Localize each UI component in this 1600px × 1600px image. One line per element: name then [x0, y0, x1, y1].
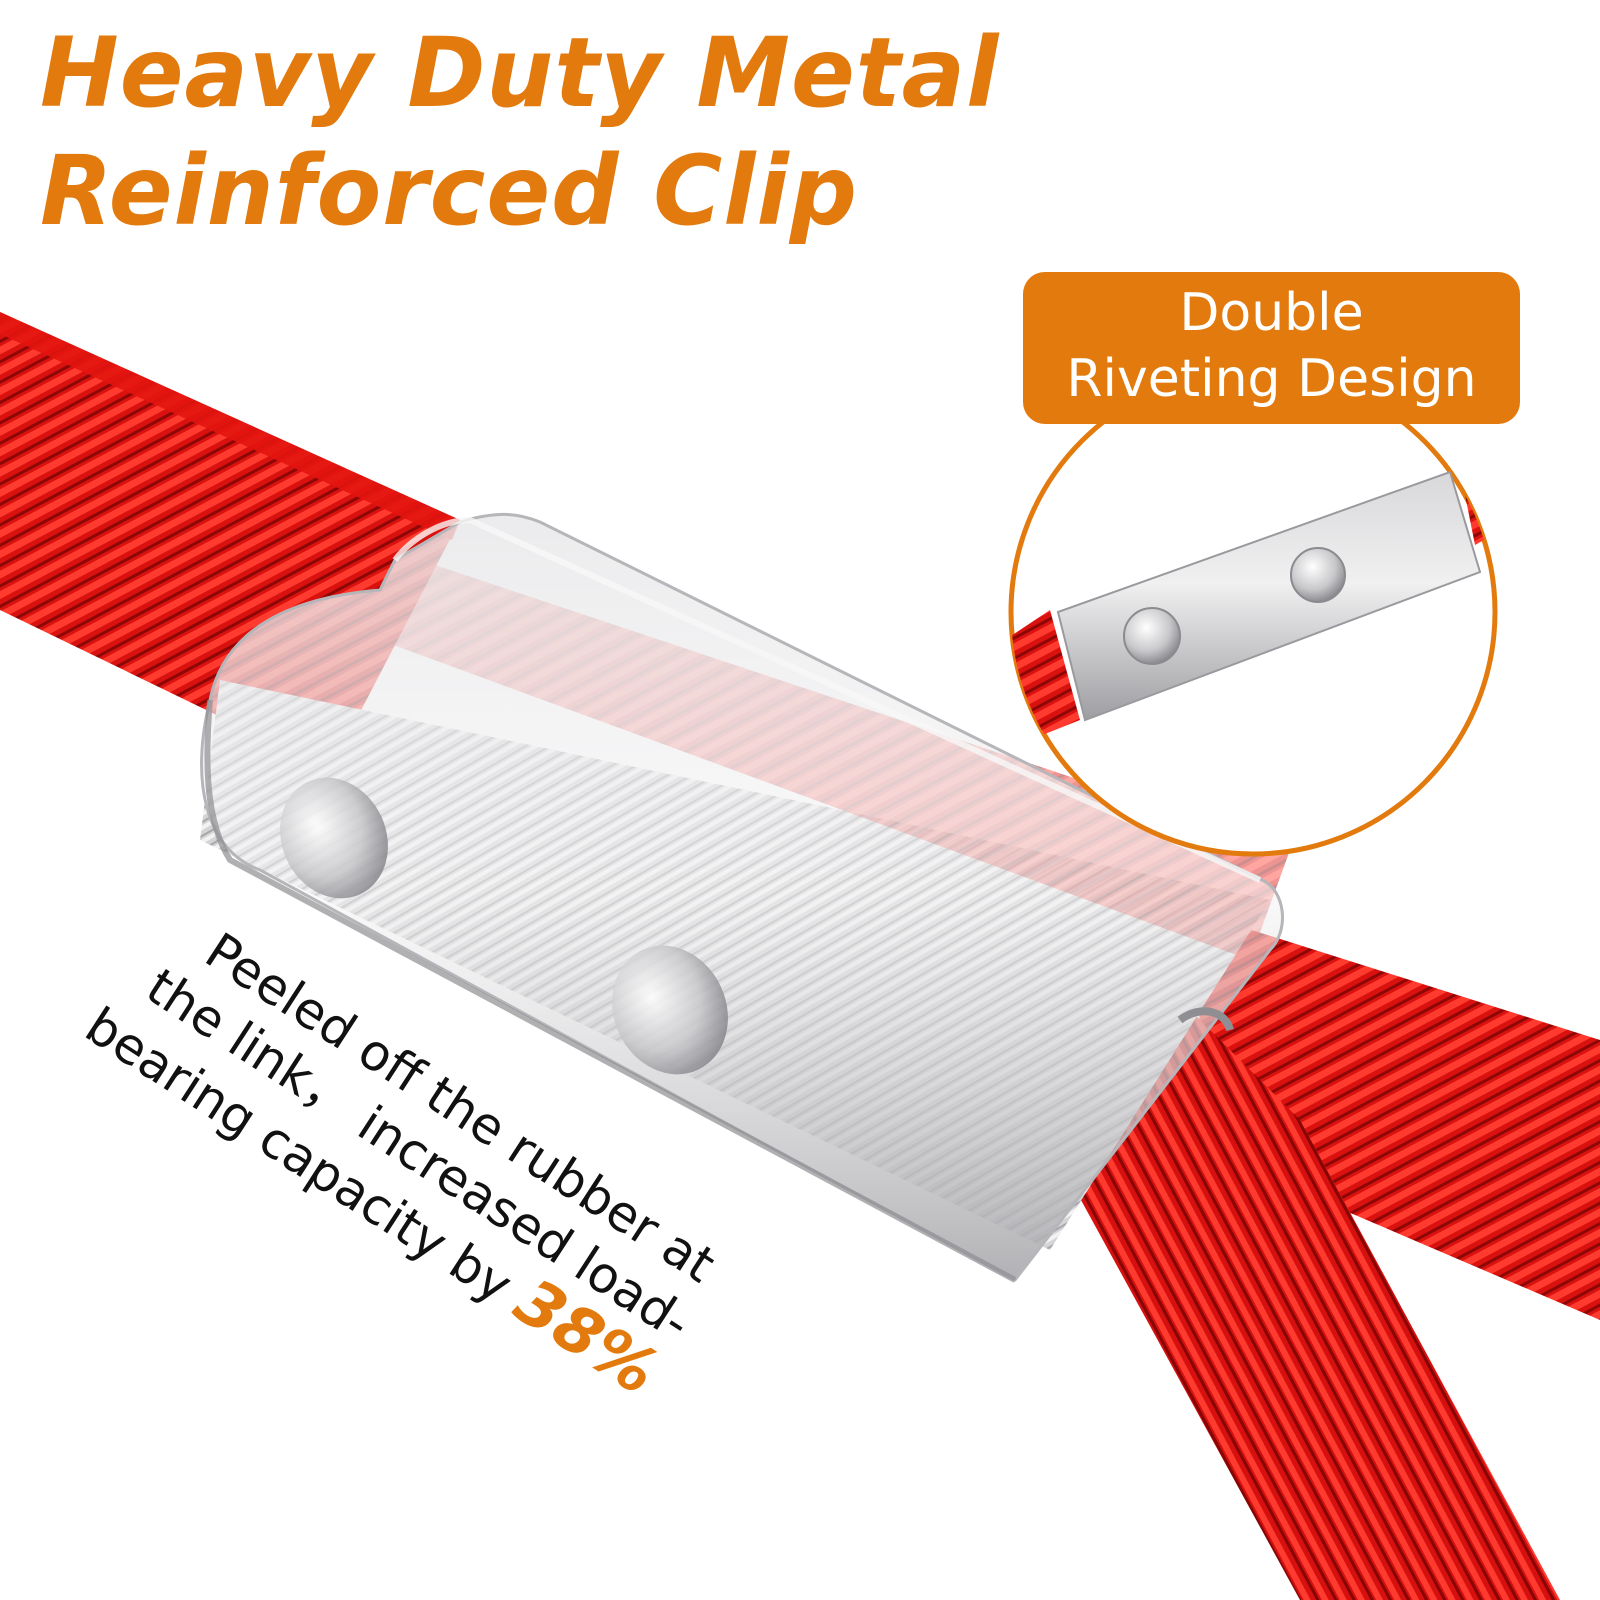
cable-lower-branch: [1070, 1000, 1560, 1600]
headline-line-2: Reinforced Clip: [40, 135, 859, 247]
rivet-2: [612, 945, 728, 1075]
badge-line-1: Double: [1179, 283, 1364, 343]
rivet-1: [280, 777, 388, 899]
badge-line-2: Riveting Design: [1066, 349, 1477, 409]
metal-clip: [200, 513, 1284, 1283]
headline-line-1: Heavy Duty Metal: [40, 17, 1000, 129]
cable-right-upper-branch: [1180, 920, 1600, 1320]
headline: Heavy Duty Metal Reinforced Clip: [40, 14, 999, 250]
inset-closeup: [1008, 367, 1498, 857]
feature-badge: Double Riveting Design: [1023, 272, 1520, 424]
